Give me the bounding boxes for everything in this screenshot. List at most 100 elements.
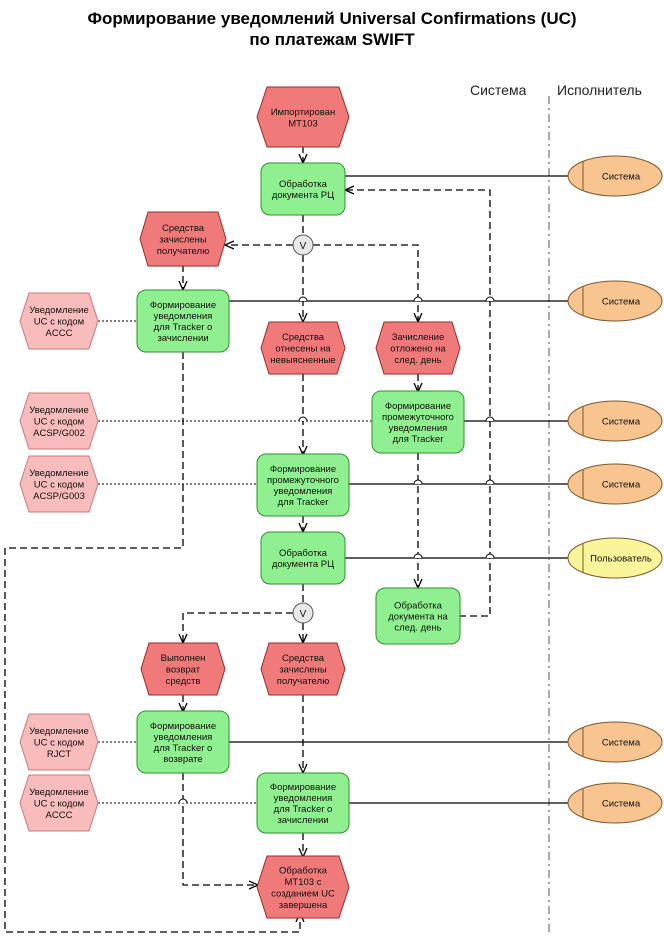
node-label-line: Зачисление [392,332,444,343]
node-label-line: получателю [277,676,329,687]
line-jump [485,479,495,485]
node-label-line: Обработка [279,548,328,559]
node-label-line: для Tracker [278,497,329,508]
role-label: Система [602,172,641,183]
node-label-line: невыясненные [270,355,335,366]
function-form-interim-mid[interactable]: Формированиепромежуточногоуведомлениядля… [256,453,350,517]
node-label-line: Средства [282,332,325,343]
node-label-line: для Tracker [393,434,444,445]
line-jump [413,479,423,485]
node-label-line: документа на [388,612,448,623]
role-label: Пользователь [590,554,652,565]
role-label: Система [602,417,641,428]
node-label-line: Формирование [270,464,336,475]
diagram-title-line1: Формирование уведомлений Universal Confi… [87,9,577,28]
node-label-line: UC с кодом [34,317,84,328]
line-jump [298,296,308,302]
node-label-line: возврате [163,754,202,765]
node-label-line: документа РЦ [272,559,334,570]
role-system-3[interactable]: Система [567,400,663,442]
node-label-line: возврат [166,665,201,676]
node-label-line: ACCC [46,810,73,821]
function-form-interim-right[interactable]: Формированиепромежуточногоуведомлениядля… [371,390,465,454]
role-user-5[interactable]: Пользователь [567,537,663,579]
node-label-line: уведомления [274,793,333,804]
flow-gateway2-to-returned [183,612,293,643]
line-jump [413,296,423,302]
node-label-line: уведомления [154,732,213,743]
gateway-xor-1: V [292,234,314,256]
node-label-line: отнесены на [275,344,331,355]
line-jump [298,416,308,422]
line-jump [485,553,495,559]
node-label-line: Обработка [279,865,328,876]
node-label-line: RJCT [47,749,71,760]
node-label-line: Импортирован [271,107,336,118]
node-label-line: промежуточного [382,412,454,423]
node-label-line: UC с кодом [34,738,84,749]
node-label-line: МТ103 [288,118,318,129]
node-label-line: след. день [394,355,441,366]
line-jump [485,416,495,422]
node-label-line: получателю [157,246,209,257]
node-label-line: отложено на [390,344,446,355]
line-jump [485,296,495,302]
node-label-line: Уведомление [29,468,89,479]
role-label: Система [602,297,641,308]
node-label-line: Средства [282,653,325,664]
node-label-line: ACSP/G003 [33,491,85,502]
node-label-line: Обработка [394,601,443,612]
role-system-1[interactable]: Система [567,155,663,197]
role-system-6[interactable]: Система [567,721,663,763]
role-label: Система [602,480,641,491]
line-jump [178,798,188,804]
role-system-2[interactable]: Система [567,280,663,322]
gateway-symbol: V [300,241,307,252]
node-label-line: для Tracker о [274,804,333,815]
role-label: Система [602,799,641,810]
node-label-line: Формирование [385,401,451,412]
node-label-line: зачислении [157,333,208,344]
gateway-symbol: V [300,609,307,620]
node-label-line: завершена [279,900,328,911]
role-system-7[interactable]: Система [567,782,663,824]
node-label-line: UC с кодом [34,417,84,428]
line-jump [413,553,423,559]
node-label-line: Уведомление [29,726,89,737]
node-label-line: след. день [394,623,441,634]
node-label-line: Уведомление [29,405,89,416]
node-label-line: Формирование [270,782,336,793]
node-label-line: средств [166,676,201,687]
node-label-line: Уведомление [29,787,89,798]
lane-header-performer: Исполнитель [557,82,642,98]
node-label-line: уведомления [389,423,448,434]
flow-form-return-to-done [182,773,258,885]
node-label-line: UC с кодом [34,799,84,810]
node-label-line: зачислены [159,235,207,246]
diagram-title-line2: по платежам SWIFT [249,30,415,49]
role-system-4[interactable]: Система [567,463,663,505]
node-label-line: Формирование [150,721,216,732]
node-label-line: созданием UC [271,888,335,899]
node-label-line: зачислении [277,815,328,826]
flow-gateway1-to-postponed [313,244,418,322]
